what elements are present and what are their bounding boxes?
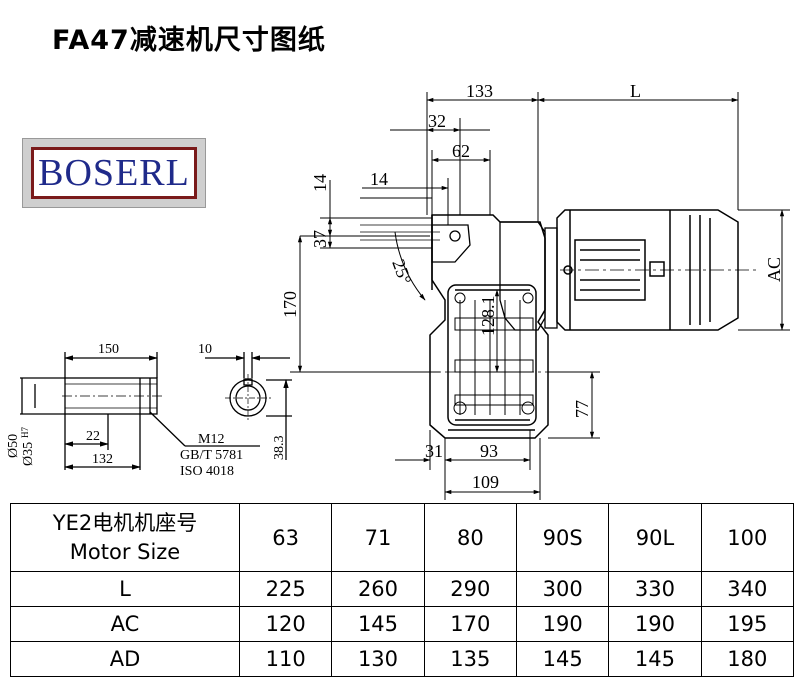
dim-170: 170 <box>280 291 300 318</box>
shaft-end-view <box>205 352 292 460</box>
table-cell: 260 <box>331 571 425 607</box>
dim-38-3: 38.3 <box>272 436 287 461</box>
shaft-labels: 150 10 Ø50 Ø35 H7 22 132 38.3 M12 GB/T 5… <box>6 342 287 479</box>
dim-132: 132 <box>92 452 113 467</box>
dim-22: 22 <box>86 429 100 444</box>
table-cell: 340 <box>700 571 795 607</box>
dim-L: L <box>630 81 641 101</box>
table-header-row: YE2电机机座号 Motor Size 63 71 80 90S 90L 100 <box>10 503 795 572</box>
table-cell: 190 <box>515 606 610 642</box>
table-cell: 180 <box>700 641 795 677</box>
bolt-note-standard: GB/T 5781 <box>180 448 243 463</box>
logo-frame: BOSERL <box>31 147 197 199</box>
dim-14-horizontal: 14 <box>370 169 388 189</box>
left-vertical-dimensions <box>290 180 440 373</box>
bottom-dimensions <box>395 430 541 500</box>
size-col-1: 71 <box>331 503 425 572</box>
size-col-3: 90S <box>515 503 610 572</box>
dimension-labels: 133 L 32 62 14 14 37 25° 170 128.1 AC 77… <box>280 81 784 492</box>
table-cell: 170 <box>423 606 517 642</box>
row-label: AD <box>10 641 240 677</box>
dim-150: 150 <box>98 342 119 357</box>
table-cell: 130 <box>331 641 425 677</box>
hollow-shaft-view <box>20 352 260 470</box>
dim-diameter-35: Ø35 <box>21 442 36 466</box>
table-row-AD: AD 110 130 135 145 145 180 <box>10 641 795 677</box>
top-dimensions <box>360 92 739 225</box>
table-cell: 225 <box>238 571 333 607</box>
tolerance-h7: H7 <box>20 427 30 438</box>
size-col-5: 100 <box>700 503 795 572</box>
table-row-AC: AC 120 145 170 190 190 195 <box>10 606 795 642</box>
dim-62: 62 <box>452 141 470 161</box>
dim-14-vertical: 14 <box>310 174 330 192</box>
table-cell: 135 <box>423 641 517 677</box>
dim-31: 31 <box>425 441 443 461</box>
adapter-flange <box>499 221 558 331</box>
table-cell: 145 <box>608 641 702 677</box>
table-cell: 145 <box>515 641 610 677</box>
dim-10: 10 <box>198 342 212 357</box>
dim-109: 109 <box>472 472 499 492</box>
dim-diameter-50: Ø50 <box>6 434 21 458</box>
gearbox-ribs <box>453 292 535 415</box>
table-cell: 300 <box>515 571 610 607</box>
size-col-2: 80 <box>423 503 517 572</box>
size-col-0: 63 <box>238 503 333 572</box>
bolt-note-m12: M12 <box>198 432 224 447</box>
table-cell: 330 <box>608 571 702 607</box>
dim-93: 93 <box>480 441 498 461</box>
dim-AC: AC <box>764 257 784 282</box>
page-title: FA47减速机尺寸图纸 <box>52 25 326 56</box>
dim-32: 32 <box>428 111 446 131</box>
dim-37: 37 <box>310 230 330 248</box>
torque-arm <box>431 224 471 263</box>
table-cell: 145 <box>331 606 425 642</box>
table-cell: 110 <box>238 641 333 677</box>
dim-25-deg: 25° <box>388 257 415 288</box>
table-row-L: L 225 260 290 300 330 340 <box>10 571 795 607</box>
logo-text: BOSERL <box>38 152 190 194</box>
dim-77: 77 <box>572 400 592 418</box>
table-cell: 120 <box>238 606 333 642</box>
row-label: L <box>10 571 240 607</box>
header-label-cn: YE2电机机座号 <box>52 510 198 535</box>
table-cell: 290 <box>423 571 517 607</box>
brand-logo: BOSERL <box>22 138 206 208</box>
header-label-en: Motor Size <box>69 539 181 564</box>
dim-128-1: 128.1 <box>478 296 498 337</box>
size-col-4: 90L <box>608 503 702 572</box>
bolt-note-iso: ISO 4018 <box>180 464 234 479</box>
row-label: AC <box>10 606 240 642</box>
dim-133: 133 <box>466 81 493 101</box>
table-header-label: YE2电机机座号 Motor Size <box>10 503 240 572</box>
motor-size-table: YE2电机机座号 Motor Size 63 71 80 90S 90L 100… <box>10 503 795 677</box>
technical-drawing: 133 L 32 62 14 14 37 25° 170 128.1 AC 77… <box>6 81 790 500</box>
table-cell: 190 <box>608 606 702 642</box>
table-cell: 195 <box>700 606 795 642</box>
